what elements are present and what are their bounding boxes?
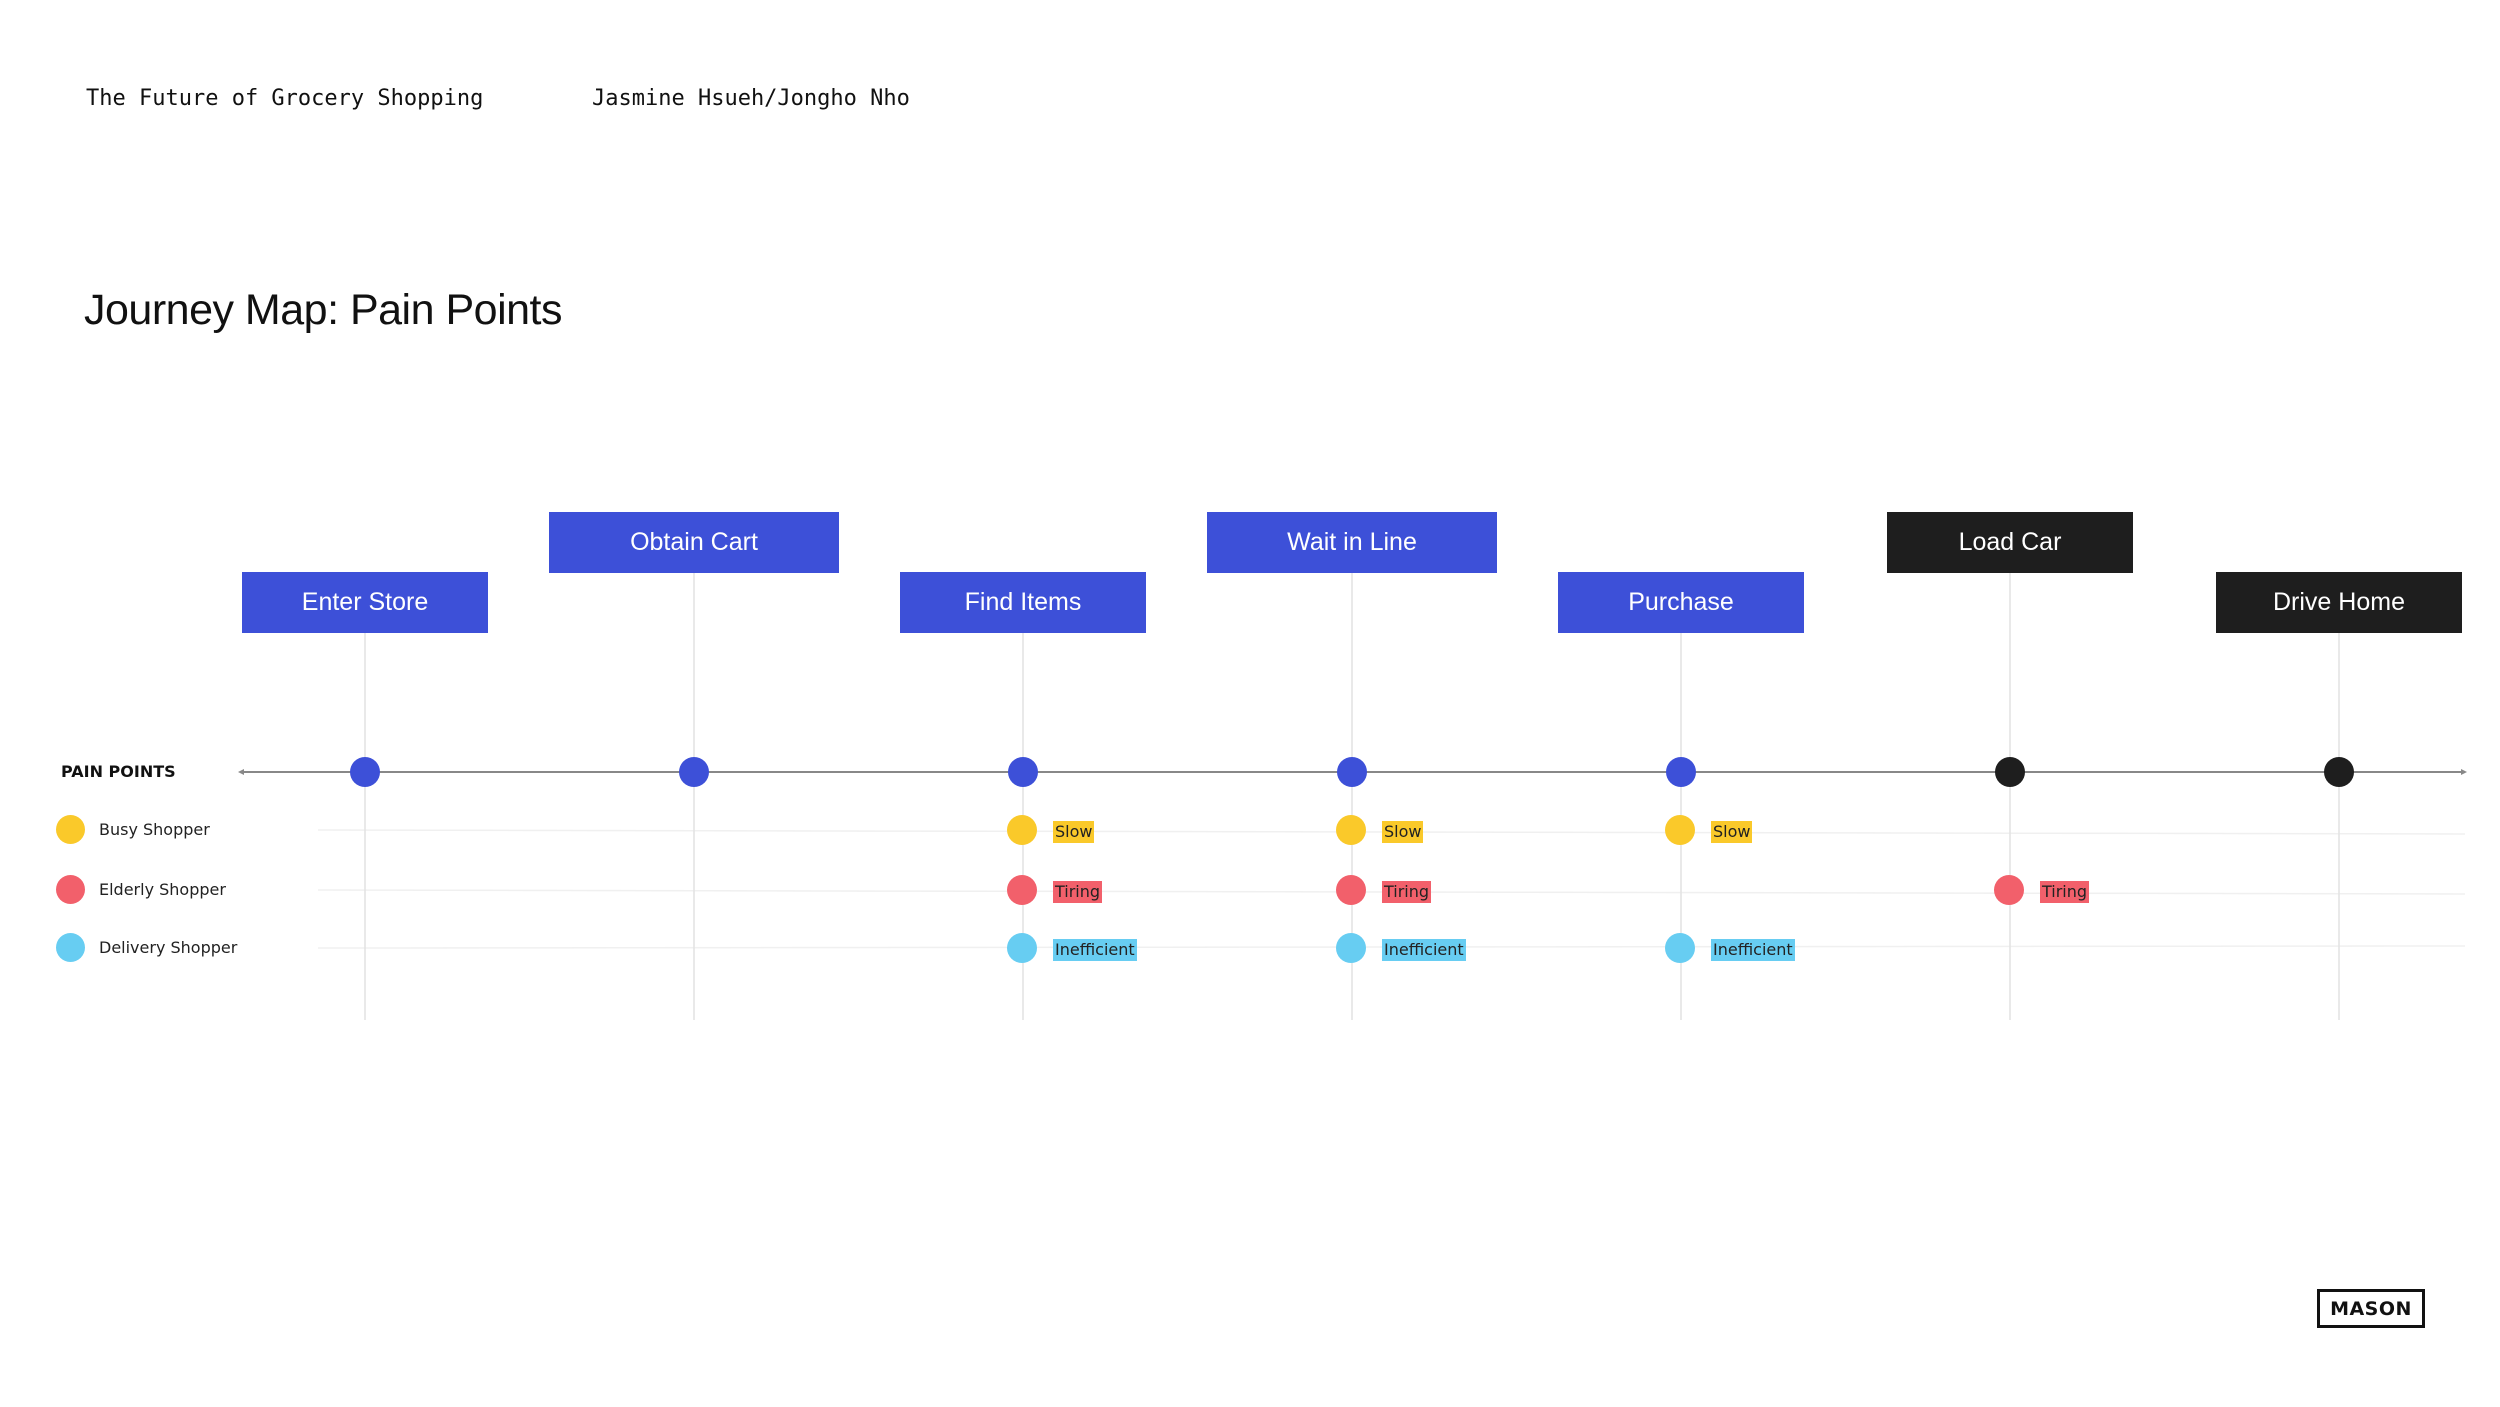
timeline-node <box>1337 757 1367 787</box>
legend-dot <box>56 815 85 844</box>
stage-box: Drive Home <box>2216 572 2462 633</box>
elderly-pain-dot <box>1007 875 1037 905</box>
stage-box: Wait in Line <box>1207 512 1497 573</box>
mason-logo: MASON <box>2317 1289 2425 1328</box>
legend-label: Delivery Shopper <box>99 938 238 957</box>
delivery-pain-tag: Inefficient <box>1711 939 1795 961</box>
delivery-pain-dot <box>1665 933 1695 963</box>
authors: Jasmine Hsueh/Jongho Nho <box>592 86 910 111</box>
legend-label: Busy Shopper <box>99 820 210 839</box>
stage-box: Load Car <box>1887 512 2133 573</box>
delivery-pain-dot <box>1336 933 1366 963</box>
timeline-node <box>350 757 380 787</box>
elderly-pain-tag: Tiring <box>1053 881 1103 903</box>
delivery-pain-dot <box>1007 933 1037 963</box>
busy-pain-dot <box>1007 815 1037 845</box>
stage-box: Find Items <box>900 572 1146 633</box>
busy-pain-dot <box>1336 815 1366 845</box>
timeline-node <box>1995 757 2025 787</box>
stage-box: Purchase <box>1558 572 1804 633</box>
timeline-node <box>679 757 709 787</box>
legend-dot <box>56 933 85 962</box>
legend-item-elderly: Elderly Shopper <box>56 875 226 904</box>
stage-box: Enter Store <box>242 572 488 633</box>
timeline-end-arrow <box>2461 769 2467 775</box>
delivery-pain-tag: Inefficient <box>1053 939 1137 961</box>
busy-pain-dot <box>1665 815 1695 845</box>
elderly-pain-dot <box>1994 875 2024 905</box>
page-title: Journey Map: Pain Points <box>84 286 563 334</box>
busy-pain-tag: Slow <box>1711 821 1753 843</box>
timeline-node <box>1666 757 1696 787</box>
elderly-pain-tag: Tiring <box>2040 881 2090 903</box>
legend-item-busy: Busy Shopper <box>56 815 210 844</box>
elderly-pain-dot <box>1336 875 1366 905</box>
legend-label: Elderly Shopper <box>99 880 226 899</box>
legend-dot <box>56 875 85 904</box>
elderly-pain-tag: Tiring <box>1382 881 1432 903</box>
timeline-node <box>2324 757 2354 787</box>
project-title: The Future of Grocery Shopping <box>86 86 484 111</box>
timeline-node <box>1008 757 1038 787</box>
stage-box: Obtain Cart <box>549 512 839 573</box>
pain-points-label: PAIN POINTS <box>61 762 176 781</box>
busy-pain-tag: Slow <box>1053 821 1095 843</box>
busy-pain-tag: Slow <box>1382 821 1424 843</box>
timeline-start-arrow <box>238 769 244 775</box>
legend-item-delivery: Delivery Shopper <box>56 933 237 962</box>
delivery-pain-tag: Inefficient <box>1382 939 1466 961</box>
